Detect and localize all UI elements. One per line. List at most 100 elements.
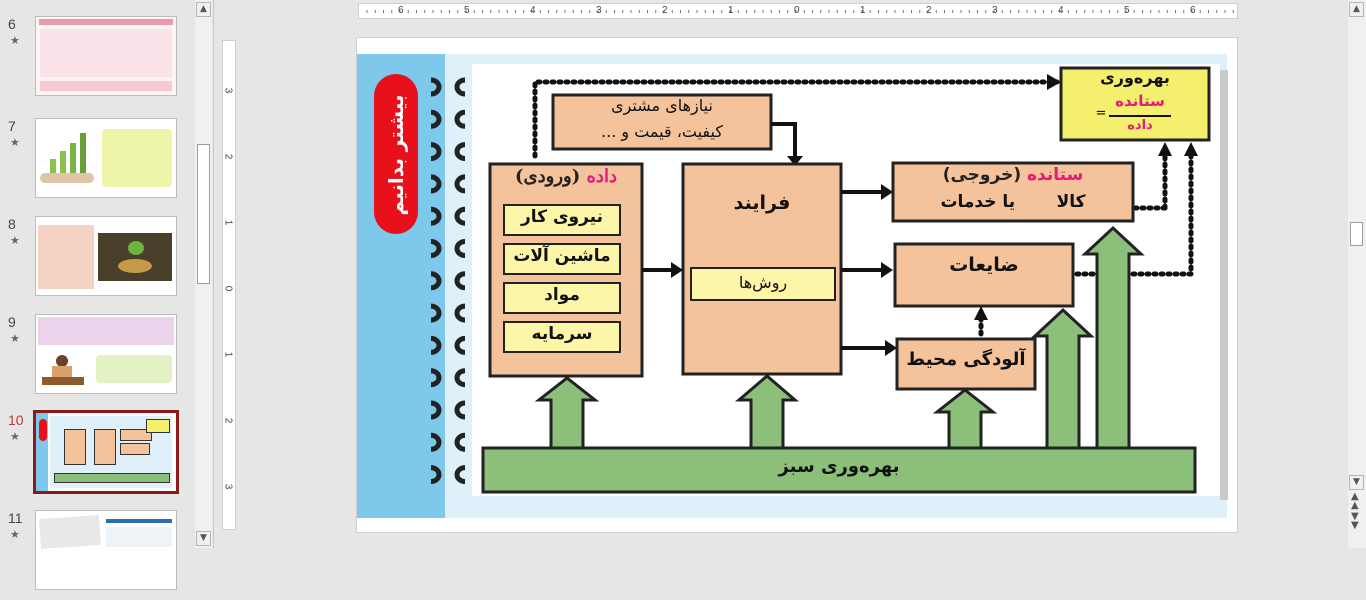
ruler-label: 1	[728, 5, 734, 16]
spiral-ring	[454, 400, 466, 420]
paper-image	[39, 514, 101, 550]
scroll-down-arrow-icon[interactable]: ▼	[196, 531, 211, 546]
slide-preview[interactable]	[35, 216, 177, 296]
spiral-ring	[430, 206, 442, 226]
spiral-binding	[430, 77, 466, 485]
input-materials: مواد	[544, 285, 580, 305]
slide-preview[interactable]	[35, 314, 177, 394]
waste-label: ضایعات	[949, 254, 1019, 276]
input-capital: سرمایه	[531, 324, 593, 344]
slide-preview[interactable]	[35, 118, 177, 198]
pollution-label: آلودگی محیط	[906, 349, 1026, 370]
spiral-ring	[454, 239, 466, 258]
spiral-ring	[430, 432, 442, 452]
thumbnail-slide-11[interactable]: 11 ★	[0, 510, 195, 600]
output-title-highlight: ستانده	[1027, 165, 1084, 185]
arrow-head-icon	[974, 306, 988, 320]
spiral-ring	[430, 142, 442, 162]
ruler-label: 5	[464, 5, 470, 16]
dotted-feedback-line	[532, 79, 1060, 159]
slide-preview-selected[interactable]	[33, 410, 179, 494]
input-title-highlight: داده	[586, 166, 617, 187]
previous-slide-icon[interactable]: ▲▲	[1351, 491, 1359, 511]
animation-star-icon: ★	[10, 234, 20, 247]
spiral-ring	[454, 142, 466, 162]
slide-number: 11	[8, 510, 23, 526]
animation-star-icon: ★	[10, 528, 20, 541]
slide-preview[interactable]	[35, 510, 177, 590]
arrow-head-icon	[1158, 142, 1172, 156]
spiral-ring	[454, 465, 466, 485]
ruler-label: 2	[662, 5, 668, 16]
scroll-up-arrow-icon[interactable]: ▲	[1349, 2, 1364, 17]
arrow-head-icon	[787, 156, 803, 166]
ruler-label: 1	[222, 219, 234, 226]
input-machinery: ماشین آلات	[513, 246, 611, 266]
scrollbar-thumb[interactable]	[197, 144, 210, 284]
preview-text-block	[106, 527, 172, 547]
thumbnail-slide-9[interactable]: 9 ★	[0, 314, 195, 404]
ruler-label: 4	[1058, 5, 1064, 16]
thumbnail-slide-10[interactable]: 10 ★	[0, 410, 195, 502]
preview-text-block	[96, 355, 172, 383]
formula-numerator: ستانده	[1115, 92, 1165, 110]
ruler-label: 3	[596, 5, 602, 16]
ruler-label: 2	[926, 5, 932, 16]
ruler-label: 3	[222, 483, 234, 490]
spiral-ring	[430, 400, 442, 420]
spiral-ring	[454, 109, 466, 129]
slide-thumbnail-pane: 6 ★ 7 ★ 8 ★	[0, 0, 214, 590]
spiral-ring	[430, 109, 442, 129]
editor-scrollbar[interactable]: ▲ ▼ ▲▲ ▼▼	[1348, 0, 1366, 548]
spiral-ring	[430, 465, 442, 485]
scroll-down-arrow-icon[interactable]: ▼	[1349, 475, 1364, 490]
spiral-ring	[454, 271, 466, 291]
output-items: کالا یا خدمات	[940, 192, 1086, 212]
preview-header	[39, 19, 173, 25]
ruler-label: 0	[794, 5, 800, 16]
animation-star-icon: ★	[10, 34, 20, 47]
spiral-ring	[430, 335, 442, 355]
spiral-ring	[454, 174, 466, 194]
formula-denominator: داده	[1127, 118, 1153, 133]
animation-star-icon: ★	[10, 136, 20, 149]
ruler-label: 6	[398, 5, 404, 16]
ruler-label: 4	[530, 5, 536, 16]
scrollbar-thumb[interactable]	[1350, 222, 1363, 246]
animation-star-icon: ★	[10, 430, 20, 443]
customer-needs-box	[551, 93, 773, 151]
preview-text-block	[102, 129, 172, 187]
thumbnail-scrollbar[interactable]: ▲ ▼	[195, 0, 212, 548]
slide-number: 10	[8, 412, 24, 428]
ruler-label: 1	[860, 5, 866, 16]
ruler-label: 2	[222, 417, 234, 424]
ruler-label: 5	[1124, 5, 1130, 16]
productivity-title: بهره‌وری	[1100, 68, 1170, 87]
thumbnail-slide-7[interactable]: 7 ★	[0, 118, 195, 208]
next-slide-icon[interactable]: ▼▼	[1351, 511, 1359, 531]
thumbnail-slide-8[interactable]: 8 ★	[0, 216, 195, 306]
spiral-ring	[454, 77, 466, 97]
customer-needs-line2: کیفیت، قیمت و ...	[601, 122, 723, 141]
more-info-banner-text: بیشتر بدانیم	[384, 94, 408, 216]
input-title: داده (ورودی)	[492, 166, 640, 187]
spiral-ring	[430, 239, 442, 258]
input-title-rest: (ورودی)	[515, 166, 587, 187]
arrow-head-icon	[1047, 74, 1061, 90]
slide-preview[interactable]	[35, 16, 177, 96]
formula-equals: =	[1095, 106, 1107, 121]
scroll-up-arrow-icon[interactable]: ▲	[196, 2, 211, 17]
coins-plant-image	[98, 233, 172, 281]
slide-diagram	[357, 54, 1228, 518]
input-labor: نیروی کار	[520, 207, 604, 227]
preview-heading	[106, 519, 172, 523]
preview-text-block	[38, 225, 94, 289]
slide-canvas[interactable]: بیشتر بدانیم داده (ورودی) نیروی کار ماشی…	[356, 37, 1238, 533]
spiral-ring	[454, 335, 466, 355]
output-title: ستانده (خروجی)	[893, 165, 1133, 185]
customer-needs-line1: نیازهای مشتری	[611, 96, 713, 115]
thumbnail-slide-6[interactable]: 6 ★	[0, 16, 195, 106]
more-info-banner	[374, 74, 418, 234]
spiral-ring	[454, 206, 466, 226]
green-productivity-bar	[481, 446, 1197, 494]
